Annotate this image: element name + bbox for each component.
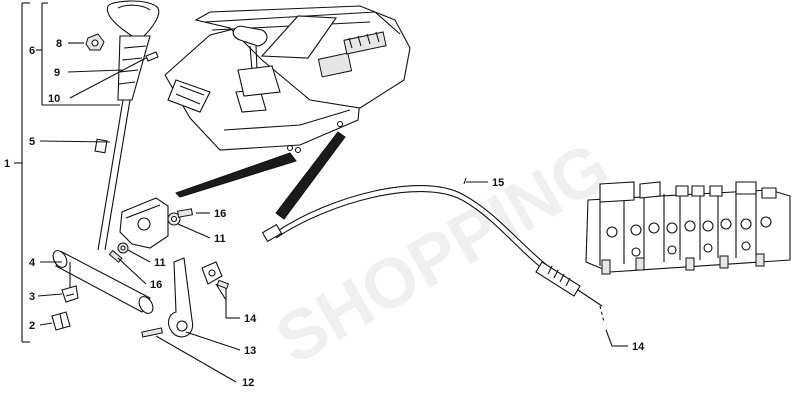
callout-8: 8	[56, 38, 62, 50]
callout-12: 12	[242, 377, 254, 389]
callout-4: 4	[29, 257, 36, 269]
callout-5: 5	[29, 136, 35, 148]
nut-part-8	[85, 33, 105, 51]
callout-11a: 11	[214, 233, 226, 245]
callout-1: 1	[4, 158, 10, 170]
callout-3: 3	[29, 291, 35, 303]
gear-lever-knob	[106, 0, 160, 37]
gear-lever-boot	[117, 35, 151, 101]
lever-cross-tube	[52, 250, 154, 314]
callout-14a: 14	[244, 313, 257, 325]
screw-part-16a	[177, 208, 193, 218]
operator-console	[164, 5, 411, 154]
assembly-bracket-1	[14, 2, 30, 343]
pointer-wedges	[175, 131, 346, 220]
callout-2: 2	[29, 320, 35, 332]
callout-15: 15	[492, 177, 504, 189]
gear-lever-rod	[94, 99, 131, 251]
control-valve-block	[585, 181, 791, 323]
bracket-part-center	[119, 197, 169, 249]
callout-labels: 1 2 3 4 5 6 8 9 10 11 11 12 13 14 14 15 …	[4, 38, 645, 389]
callout-9: 9	[54, 67, 60, 79]
control-cable-15	[261, 185, 603, 307]
leader-lines	[37, 42, 628, 383]
clip-part-3	[61, 285, 79, 303]
callout-16a: 16	[214, 208, 226, 220]
pin-part-12	[141, 327, 163, 338]
pin-part-10	[145, 51, 159, 62]
bush-part-2	[51, 311, 71, 331]
callout-13: 13	[244, 345, 256, 357]
nut-part-11a	[167, 212, 181, 226]
callout-6: 6	[29, 45, 35, 57]
lever-arm-13	[167, 257, 194, 338]
callout-16b: 16	[150, 279, 162, 291]
clamp-part-14a	[201, 261, 230, 290]
callout-11b: 11	[154, 257, 166, 269]
callout-10: 10	[48, 93, 60, 105]
nut-part-11b	[117, 242, 129, 254]
assembly-bracket-6	[36, 2, 120, 106]
callout-14b: 14	[632, 341, 645, 353]
